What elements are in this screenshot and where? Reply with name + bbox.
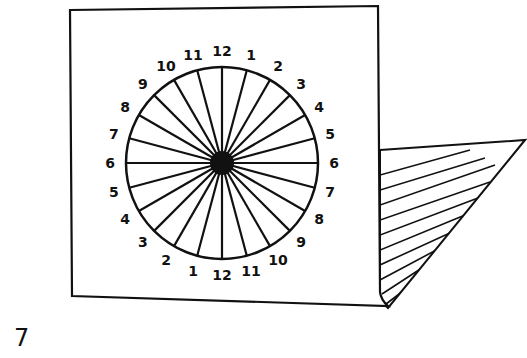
dial-number: 5 <box>325 127 335 141</box>
dial-number: 8 <box>120 100 130 114</box>
dial-circle <box>126 67 318 259</box>
dial-number: 2 <box>161 253 171 267</box>
dial-number: 11 <box>241 264 260 278</box>
spoke-line <box>222 138 315 163</box>
dial-hub <box>210 151 234 175</box>
dial-number: 11 <box>183 48 202 62</box>
spoke-line <box>197 70 222 163</box>
dial-number: 8 <box>314 212 324 226</box>
dial-number: 1 <box>188 264 198 278</box>
dial-number: 10 <box>156 59 175 73</box>
spoke-line <box>222 163 270 246</box>
dial-number: 9 <box>138 77 148 91</box>
dial-number: 10 <box>268 253 287 267</box>
dial-number: 3 <box>296 77 306 91</box>
spoke-line <box>222 115 305 163</box>
dial-number: 2 <box>273 59 283 73</box>
spoke-line <box>139 163 222 211</box>
spoke-line <box>221 67 223 163</box>
dial-spokes <box>126 67 318 259</box>
card-flap <box>380 140 525 308</box>
dial-number: 1 <box>246 48 256 62</box>
dial-number: 7 <box>325 185 335 199</box>
dial-number: 7 <box>109 127 119 141</box>
spoke-line <box>126 162 222 164</box>
dial-number: 4 <box>120 212 130 226</box>
spoke-line <box>222 162 318 164</box>
spoke-line <box>222 163 247 256</box>
dial-number: 12 <box>212 268 231 282</box>
card-face <box>70 6 388 306</box>
dial-number: 4 <box>314 100 324 114</box>
dial-number: 6 <box>105 156 115 170</box>
flap-hatching <box>380 150 495 304</box>
dial-number: 6 <box>329 156 339 170</box>
dial-number: 3 <box>138 235 148 249</box>
dial-number: 5 <box>109 185 119 199</box>
spoke-line <box>221 163 223 259</box>
figure-number: 7 <box>14 326 29 350</box>
spoke-line <box>129 163 222 188</box>
dial-number: 12 <box>212 44 231 58</box>
spoke-line <box>174 80 222 163</box>
dial-number: 9 <box>296 235 306 249</box>
